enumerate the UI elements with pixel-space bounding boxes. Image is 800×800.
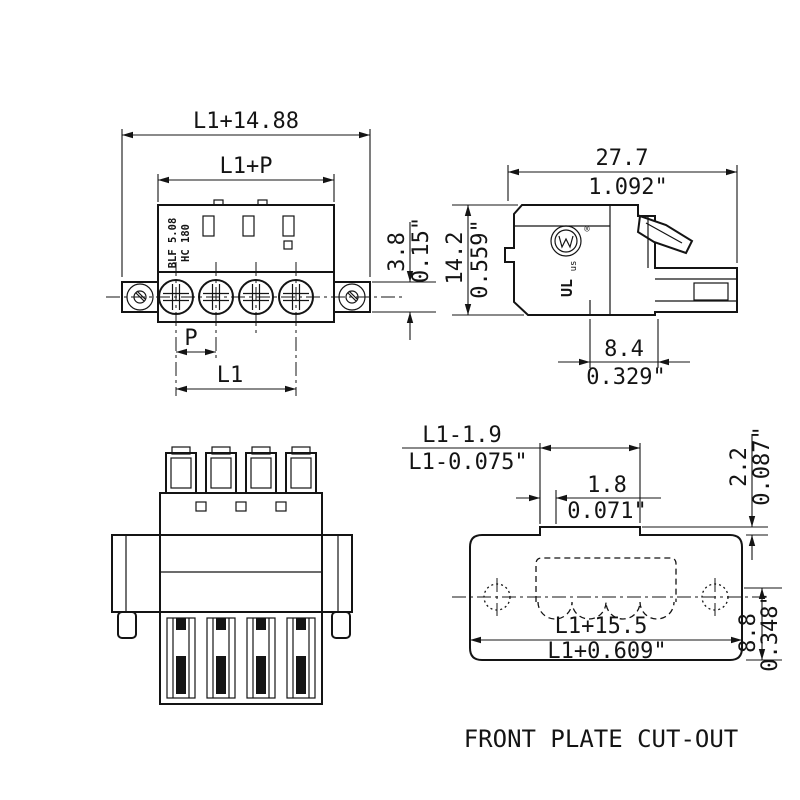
dim-cutout-height: 8.8 0.348" — [736, 587, 783, 672]
dim-tab-height-in: 0.087" — [750, 426, 775, 505]
dim-side-height-in: 0.559" — [468, 219, 493, 298]
side-view: 27.7 1.092" 14.2 0.559" — [443, 146, 738, 390]
pole-terminals — [158, 279, 314, 315]
dim-latch-offset-mm: 8.4 — [604, 337, 644, 362]
ul-approval-mark: UL — [558, 279, 576, 297]
drawing-title: FRONT PLATE CUT-OUT — [464, 725, 739, 753]
wire-slot-4 — [286, 617, 316, 699]
part-marking-series: BLF 5.08 — [167, 218, 179, 269]
side-view-housing: ® UL us — [504, 204, 738, 316]
brand-logo — [550, 225, 582, 257]
ul-approval-suffix: us — [569, 261, 579, 272]
wire-entry-section — [159, 611, 323, 705]
dim-overall-width-label: L1+14.88 — [193, 109, 299, 134]
pole-2 — [198, 279, 234, 315]
dim-side-width-mm: 27.7 — [596, 146, 649, 171]
dim-side-height-mm: 14.2 — [443, 232, 468, 285]
dim-pitch-label: P — [184, 326, 197, 351]
front-view: L1+14.88 L1+P BLF 5.08 HC 180 3.8 0.15" … — [106, 109, 436, 396]
dim-tab-width: L1-1.9 L1-0.075" — [402, 423, 641, 523]
dim-side-width-in: 1.092" — [588, 175, 667, 200]
cutout-hole-right — [701, 578, 729, 616]
cutout-hole-left — [483, 578, 511, 616]
dim-notch: 1.8 0.071" — [516, 473, 661, 524]
phantom-connector-outline — [535, 557, 677, 620]
dim-latch-offset: 8.4 0.329" — [558, 319, 690, 390]
mid-body — [111, 534, 353, 639]
dim-notch-in: 0.071" — [567, 499, 646, 524]
peg-left — [117, 611, 137, 639]
dim-l1: L1 — [176, 363, 296, 393]
terminal-towers — [165, 446, 317, 494]
peg-right — [331, 611, 351, 639]
mounting-hole-left — [126, 283, 154, 311]
wire-slot-1 — [166, 617, 196, 699]
dim-tab-width-in: L1-0.075" — [408, 450, 527, 475]
dim-cutout-height-in: 0.348" — [758, 592, 783, 671]
wing-right — [321, 534, 353, 613]
pole-3 — [238, 279, 274, 315]
dim-side-height: 14.2 0.559" — [443, 204, 524, 316]
wire-slot-2 — [206, 617, 236, 699]
cutout-view: L1-1.9 L1-0.075" 1.8 0.071" 2.2 0.087" — [402, 423, 783, 672]
front-view-housing — [121, 199, 371, 323]
front-view-centerlines — [106, 262, 404, 396]
dim-panel-thickness: 3.8 0.15" — [372, 217, 436, 340]
dim-side-width: 27.7 1.092" — [507, 146, 738, 263]
dim-pitch: P — [176, 326, 216, 356]
registered-mark: ® — [584, 225, 590, 235]
upper-band — [159, 492, 323, 536]
dim-cutout-height-mm: 8.8 — [736, 613, 761, 653]
dim-cutout-width: L1+15.5 L1+0.609" — [470, 614, 742, 664]
latch-lever — [636, 214, 694, 255]
side-body-outline — [504, 204, 738, 316]
mounting-hole-right — [338, 283, 366, 311]
dim-overall-width: L1+14.88 — [121, 109, 371, 277]
dim-notch-mm: 1.8 — [587, 473, 627, 498]
dim-tab-width-mm: L1-1.9 — [422, 423, 501, 448]
dim-l1-label: L1 — [217, 363, 244, 388]
cutout-outline — [469, 526, 743, 661]
dim-l1-plus-p: L1+P — [157, 154, 335, 202]
dim-latch-offset-in: 0.329" — [586, 365, 665, 390]
pole-1 — [158, 279, 194, 315]
wire-slot-3 — [246, 617, 276, 699]
part-marking-type: HC 180 — [180, 224, 192, 262]
dim-tab-height-mm: 2.2 — [727, 447, 752, 487]
wing-left — [111, 534, 161, 613]
dim-l1-plus-p-label: L1+P — [220, 154, 273, 179]
dim-panel-in-label: 0.15" — [409, 217, 434, 283]
dim-panel-mm-label: 3.8 — [385, 232, 410, 272]
dim-cutout-width-in: L1+0.609" — [547, 639, 666, 664]
flange-ear-right — [333, 281, 371, 313]
pole-4 — [278, 279, 314, 315]
dim-tab-height: 2.2 0.087" — [642, 426, 775, 560]
dim-cutout-width-mm: L1+15.5 — [555, 614, 648, 639]
bottom-view — [111, 446, 353, 705]
